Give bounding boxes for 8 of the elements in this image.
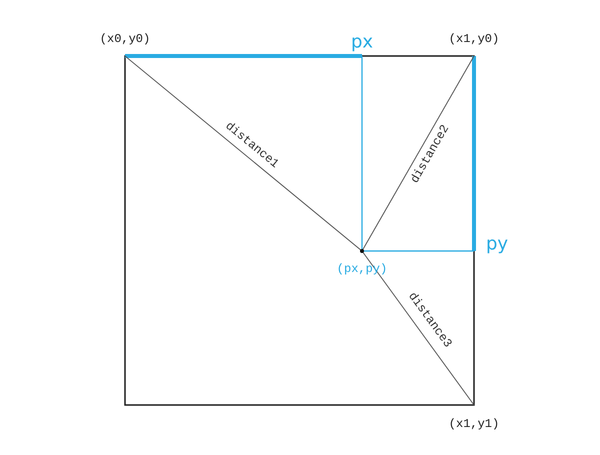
- coordinate-label: (x1,y1): [448, 417, 500, 431]
- coordinate-label: (x0,y0): [100, 32, 150, 46]
- distance-line: [362, 250, 474, 406]
- axis-label: py: [486, 234, 508, 254]
- distance-line: [362, 56, 474, 252]
- coordinate-label: (x1,y0): [448, 32, 500, 46]
- axis-label: px: [350, 32, 374, 52]
- distance-line: [124, 56, 362, 252]
